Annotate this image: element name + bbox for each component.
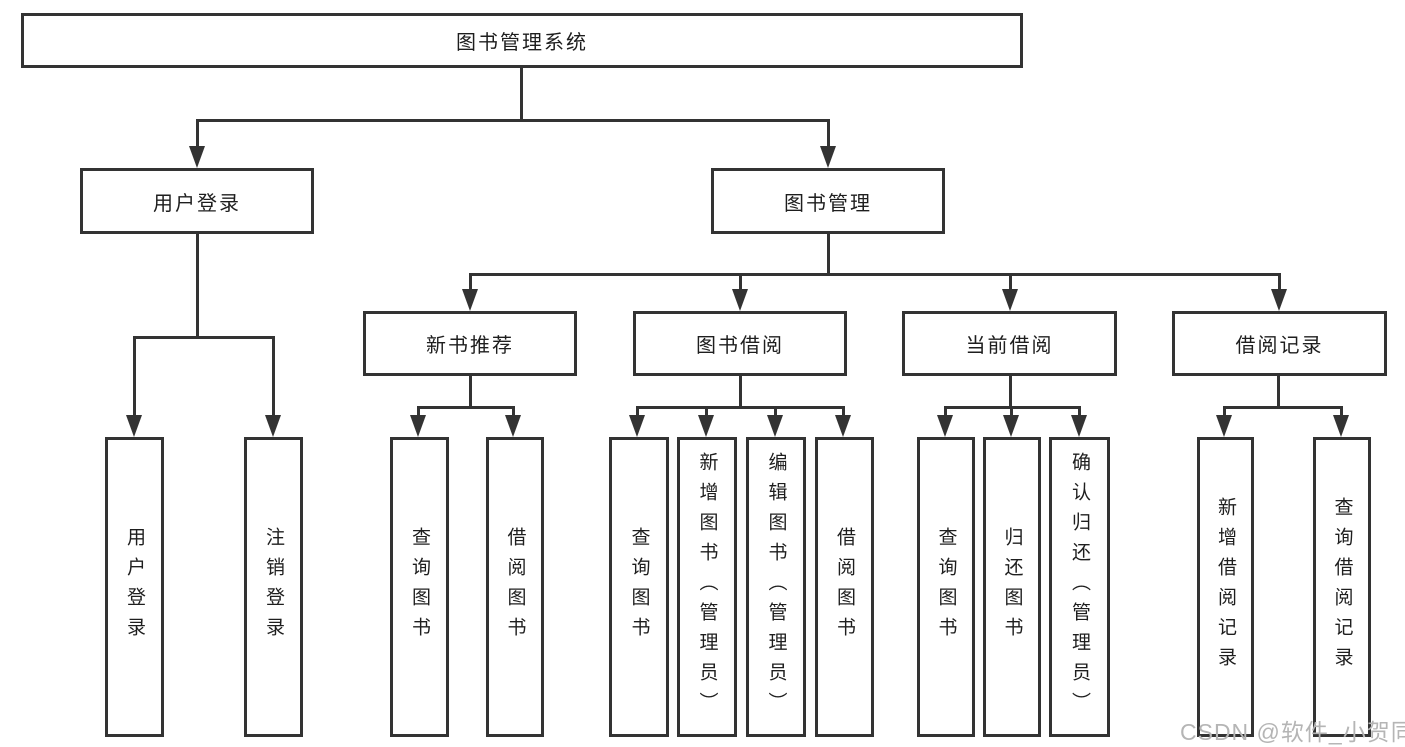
connector-line xyxy=(196,234,199,338)
leaf-add-book-admin-label: 新增图书（管理员） xyxy=(696,452,718,722)
leaf-edit-book-admin: 编辑图书（管理员） xyxy=(746,437,806,737)
connector-line xyxy=(1010,406,1013,417)
node-library-system: 图书管理系统 xyxy=(21,13,1023,68)
arrowhead-icon xyxy=(1002,289,1018,311)
leaf-logout-label: 注销登录 xyxy=(263,527,284,647)
arrowhead-icon xyxy=(937,415,953,437)
connector-line xyxy=(1340,406,1343,417)
leaf-return-books: 归还图书 xyxy=(983,437,1041,737)
node-borrow-records: 借阅记录 xyxy=(1172,311,1387,376)
leaf-borrow-books-borrowing: 借阅图书 xyxy=(815,437,874,737)
leaf-return-books-label: 归还图书 xyxy=(1001,527,1023,647)
node-book-management: 图书管理 xyxy=(711,168,945,234)
connector-line xyxy=(944,406,947,417)
connector-line xyxy=(469,273,472,293)
leaf-borrow-books-borrowing-label: 借阅图书 xyxy=(834,527,855,647)
leaf-add-borrow-record: 新增借阅记录 xyxy=(1197,437,1254,737)
connector-line xyxy=(417,406,420,417)
arrowhead-icon xyxy=(820,146,836,168)
connector-line xyxy=(196,119,830,122)
connector-line xyxy=(196,119,199,150)
connector-line xyxy=(1223,406,1226,417)
connector-line xyxy=(512,406,515,417)
leaf-borrow-books-recommend: 借阅图书 xyxy=(486,437,544,737)
arrowhead-icon xyxy=(1333,415,1349,437)
leaf-query-books-current-label: 查询图书 xyxy=(935,527,957,647)
leaf-edit-book-admin-label: 编辑图书（管理员） xyxy=(765,452,787,722)
arrowhead-icon xyxy=(126,415,142,437)
leaf-query-books-borrowing-label: 查询图书 xyxy=(628,527,650,647)
leaf-user-login: 用户登录 xyxy=(105,437,164,737)
arrowhead-icon xyxy=(462,289,478,311)
connector-line xyxy=(827,119,830,150)
leaf-query-books-current: 查询图书 xyxy=(917,437,975,737)
connector-line xyxy=(739,376,742,408)
arrowhead-icon xyxy=(189,146,205,168)
connector-line xyxy=(1009,376,1012,408)
arrowhead-icon xyxy=(835,415,851,437)
leaf-borrow-books-recommend-label: 借阅图书 xyxy=(504,527,526,647)
arrowhead-icon xyxy=(767,415,783,437)
connector-line xyxy=(1277,376,1280,408)
arrowhead-icon xyxy=(1071,415,1087,437)
csdn-watermark: CSDN @软件_小贺同学 xyxy=(1180,719,1405,745)
node-user-login: 用户登录 xyxy=(80,168,314,234)
connector-line xyxy=(133,336,136,419)
connector-line xyxy=(636,406,639,417)
connector-line xyxy=(842,406,845,417)
node-new-book-recommend: 新书推荐 xyxy=(363,311,577,376)
connector-line xyxy=(520,68,523,121)
connector-line xyxy=(1223,406,1342,409)
arrowhead-icon xyxy=(265,415,281,437)
connector-line xyxy=(133,336,274,339)
connector-line xyxy=(469,376,472,408)
connector-line xyxy=(1078,406,1081,417)
leaf-confirm-return-admin: 确认归还（管理员） xyxy=(1049,437,1110,737)
connector-line xyxy=(469,273,1280,276)
leaf-query-books-borrowing: 查询图书 xyxy=(609,437,669,737)
connector-line xyxy=(739,273,742,293)
arrowhead-icon xyxy=(410,415,426,437)
node-current-borrowing: 当前借阅 xyxy=(902,311,1117,376)
node-book-borrowing: 图书借阅 xyxy=(633,311,847,376)
leaf-user-login-label: 用户登录 xyxy=(124,527,145,647)
arrowhead-icon xyxy=(1003,415,1019,437)
connector-line xyxy=(774,406,777,417)
arrowhead-icon xyxy=(732,289,748,311)
leaf-query-borrow-record: 查询借阅记录 xyxy=(1313,437,1371,737)
connector-line xyxy=(1009,273,1012,293)
connector-line xyxy=(1278,273,1281,293)
arrowhead-icon xyxy=(505,415,521,437)
connector-line xyxy=(827,234,830,275)
connector-line xyxy=(272,336,275,419)
leaf-query-books-recommend: 查询图书 xyxy=(390,437,449,737)
arrowhead-icon xyxy=(1216,415,1232,437)
connector-line xyxy=(417,406,514,409)
leaf-add-book-admin: 新增图书（管理员） xyxy=(677,437,737,737)
leaf-query-books-recommend-label: 查询图书 xyxy=(409,527,430,647)
leaf-query-borrow-record-label: 查询借阅记录 xyxy=(1331,497,1353,677)
leaf-logout: 注销登录 xyxy=(244,437,303,737)
leaf-add-borrow-record-label: 新增借阅记录 xyxy=(1215,497,1236,677)
connector-line xyxy=(705,406,708,417)
connector-line xyxy=(636,406,844,409)
arrowhead-icon xyxy=(1271,289,1287,311)
arrowhead-icon xyxy=(629,415,645,437)
arrowhead-icon xyxy=(698,415,714,437)
leaf-confirm-return-admin-label: 确认归还（管理员） xyxy=(1069,452,1090,722)
